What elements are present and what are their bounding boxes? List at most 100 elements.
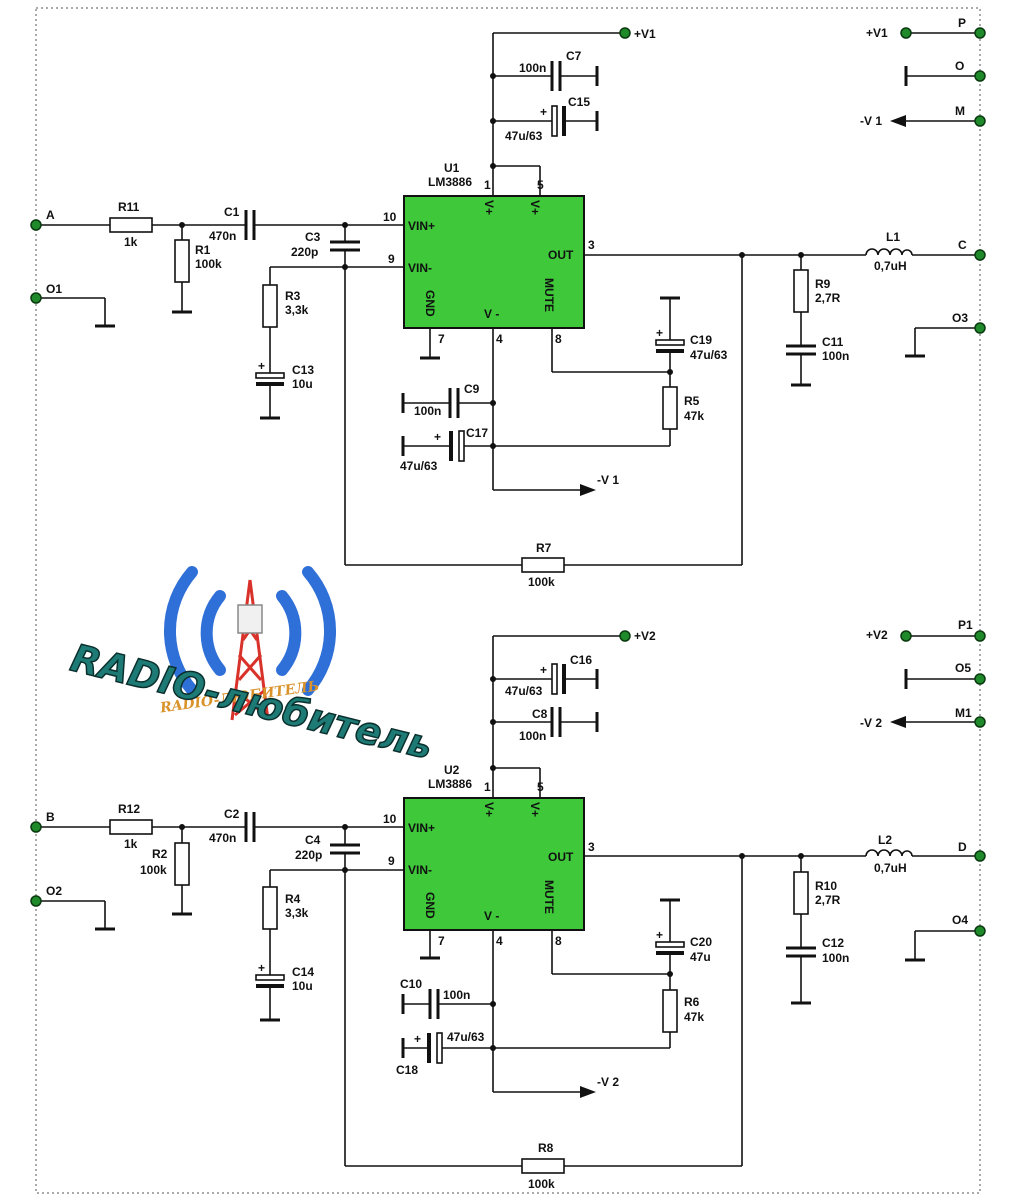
label-ch1-ic_labels-gnd: GND [423, 290, 437, 317]
label-ch1-parts-c7: C7 [566, 49, 582, 63]
label-ch1-parts-c13v: 10u [292, 377, 313, 391]
junction [490, 163, 496, 169]
label-ch2-pins-p9: 9 [388, 854, 395, 868]
label-ch2-rails-vminus_r: -V 2 [860, 716, 882, 730]
label-ch2-terminals-in: B [46, 810, 55, 824]
label-ch1-ic_labels-vin_plus: VIN+ [408, 219, 435, 233]
label-ch2-terminals-out: D [958, 840, 967, 854]
label-ch1-rails-vminus: -V 1 [597, 473, 619, 487]
junction [739, 853, 745, 859]
terminal-vplus1-right [900, 27, 912, 39]
terminal-o4 [974, 925, 986, 937]
capacitor-c16 [551, 663, 558, 695]
label-ch1-parts-r7: R7 [536, 541, 552, 555]
label-ch2-parts-c8: C8 [532, 707, 548, 721]
label-ch2-terminals-vm: M1 [955, 706, 972, 720]
label-ch1-rails-vplus_r: +V1 [866, 26, 888, 40]
label-ch1-parts-c3v: 220p [291, 245, 318, 259]
label-ch2-parts-r6v: 47k [684, 1010, 704, 1024]
junction [490, 443, 496, 449]
radio-tower-icon [230, 579, 270, 721]
terminal-d [974, 850, 986, 862]
ic-u2 [403, 797, 585, 931]
label-ch2-parts-c10: C10 [400, 977, 422, 991]
terminal-b [30, 821, 42, 833]
resistor-r4 [262, 886, 278, 930]
label-ch1-rails-vplus: +V1 [634, 27, 656, 41]
label-ch2-rails-vplus: +V2 [634, 629, 656, 643]
terminal-p [974, 27, 986, 39]
junction [490, 400, 496, 406]
label-ch2-parts-l2v: 0,7uH [874, 861, 907, 875]
terminal-o2 [30, 895, 42, 907]
label-ch1-terminals-vo: O [955, 59, 964, 73]
inductor-l2 [865, 849, 913, 857]
terminal-o5 [974, 673, 986, 685]
arrow-vminus-2 [580, 1086, 596, 1098]
label-ch1-terminals-gnd_out: O3 [952, 311, 968, 325]
terminal-c [974, 249, 986, 261]
polarity-plus: + [540, 105, 547, 119]
label-ch1-parts-c11v: 100n [822, 349, 849, 363]
channel-2 [36, 635, 980, 1174]
resistor-r8 [521, 1158, 565, 1174]
label-ch2-parts-c20: C20 [690, 935, 712, 949]
label-ch2-ic_labels-vin_minus: VIN- [408, 863, 432, 877]
label-ch1-ic_type: LM3886 [428, 175, 472, 189]
terminal-p1 [974, 630, 986, 642]
board-border [35, 7, 981, 1194]
label-ch1-parts-r7v: 100k [528, 575, 555, 589]
label-ch2-parts-c16v: 47u/63 [505, 684, 543, 698]
label-ch2-parts-c14v: 10u [292, 979, 313, 993]
junction [739, 252, 745, 258]
junction [342, 867, 348, 873]
label-ch2-parts-c12v: 100n [822, 951, 849, 965]
capacitor-c18 [436, 1032, 443, 1064]
label-ch1-ic_labels-v_plus: V+ [482, 200, 496, 215]
label-ch2-parts-r10v: 2,7R [815, 893, 841, 907]
label-ch2-rails-vplus_r: +V2 [866, 628, 888, 642]
signal-arcs-icon [164, 566, 336, 696]
capacitor-c13 [255, 372, 285, 379]
label-ch2-pins-p10: 10 [383, 812, 397, 826]
arrow-vminus-1 [580, 484, 596, 496]
resistor-r12 [109, 819, 153, 835]
label-ch1-rails-vminus_r: -V 1 [860, 114, 882, 128]
junction [490, 73, 496, 79]
terminal-m1 [974, 716, 986, 728]
label-ch2-ic_labels-out: OUT [548, 850, 574, 864]
polarity-plus: + [258, 359, 265, 373]
polarity-plus: + [656, 326, 663, 340]
label-ch1-ic_name: U1 [444, 161, 460, 175]
label-ch2-pins-p3: 3 [588, 840, 595, 854]
label-ch2-parts-r8v: 100k [528, 1177, 555, 1191]
label-ch1-parts-r11v: 1k [124, 235, 138, 249]
terminal-o [974, 70, 986, 82]
label-ch1-pins-p4: 4 [496, 332, 503, 346]
label-ch2-parts-r4v: 3,3k [285, 906, 309, 920]
junction [798, 853, 804, 859]
label-ch1-parts-c17v: 47u/63 [400, 459, 438, 473]
channel-1 [36, 32, 980, 573]
junction [667, 971, 673, 977]
resistor-r5 [662, 386, 678, 430]
label-ch1-parts-c1v: 470n [209, 229, 236, 243]
resistor-r1 [174, 239, 190, 283]
label-ch2-parts-r6: R6 [684, 995, 700, 1009]
label-ch2-parts-c10v: 100n [443, 988, 470, 1002]
label-ch1-terminals-gnd_in: O1 [46, 282, 62, 296]
label-ch1-parts-r1: R1 [195, 243, 211, 257]
label-ch1-pins-p3: 3 [588, 238, 595, 252]
label-ch1-terminals-out: C [958, 238, 967, 252]
label-ch2-parts-l2: L2 [878, 833, 892, 847]
terminal-o3 [974, 322, 986, 334]
junction [342, 264, 348, 270]
label-ch1-parts-c15: C15 [568, 95, 590, 109]
label-ch2-terminals-vp: P1 [958, 618, 973, 632]
label-ch2-pins-p8: 8 [555, 934, 562, 948]
capacitor-c17 [458, 430, 465, 462]
label-ch2-pins-p5: 5 [537, 780, 544, 794]
label-ch1-pins-p5: 5 [537, 178, 544, 192]
polarity-plus: + [414, 1032, 421, 1046]
